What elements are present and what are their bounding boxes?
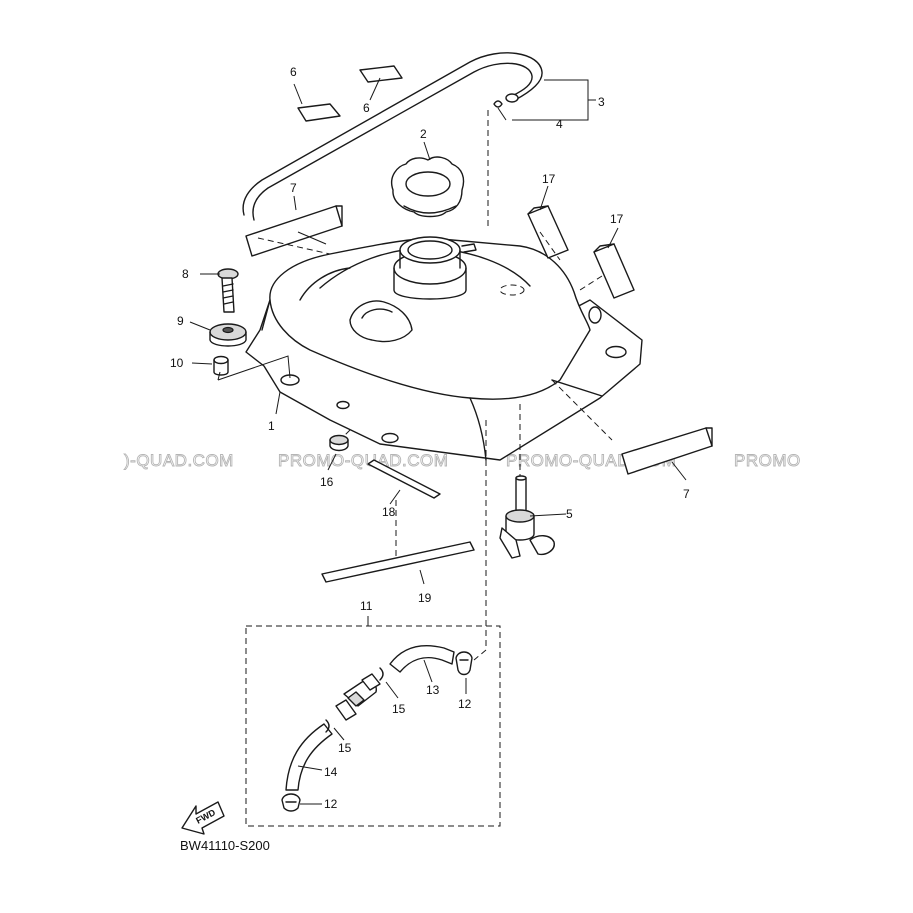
callout-13: 13 bbox=[426, 683, 440, 697]
hose-clamp-lower bbox=[281, 793, 301, 812]
callout-17a: 17 bbox=[542, 172, 556, 186]
pad-7-upper bbox=[245, 205, 343, 257]
callout-4: 4 bbox=[556, 117, 563, 131]
watermark-center: PROMO-QUAD.COM bbox=[278, 451, 448, 470]
callout-6b: 6 bbox=[363, 101, 370, 115]
fuel-cock bbox=[499, 475, 555, 559]
callout-14: 14 bbox=[324, 765, 338, 779]
callout-9: 9 bbox=[177, 314, 184, 328]
kit-box bbox=[245, 625, 501, 827]
grommet bbox=[209, 323, 247, 347]
watermark-left: )-QUAD.COM bbox=[124, 451, 234, 470]
callout-16: 16 bbox=[320, 475, 334, 489]
hose-clip-lower bbox=[325, 719, 330, 733]
callout-3: 3 bbox=[598, 95, 605, 109]
hose-clamp-upper bbox=[455, 651, 473, 676]
callouts: 6 6 3 4 2 7 17 17 8 9 10 1 16 18 7 5 19 … bbox=[170, 65, 690, 811]
pad-6-right bbox=[359, 65, 403, 83]
plate bbox=[321, 541, 475, 583]
callout-7a: 7 bbox=[290, 181, 297, 195]
pad-17-left bbox=[527, 205, 569, 259]
bolt bbox=[217, 268, 239, 313]
leader-lines bbox=[189, 77, 687, 805]
hose-clip-upper bbox=[379, 667, 384, 681]
callout-6a: 6 bbox=[290, 65, 297, 79]
watermark-edge: PROMO bbox=[734, 451, 801, 470]
strip bbox=[367, 459, 441, 499]
pad-7-lower bbox=[621, 427, 713, 475]
pad-17-right bbox=[593, 243, 635, 299]
pad-6-left bbox=[297, 103, 341, 122]
hose-clip bbox=[493, 100, 503, 108]
diagram-code: BW41110-S200 bbox=[180, 838, 270, 853]
alignment-lines bbox=[257, 110, 613, 661]
fwd-arrow-icon: FWD bbox=[181, 801, 225, 835]
fuel-hose-upper bbox=[389, 645, 455, 673]
fuel-filter bbox=[335, 673, 381, 721]
callout-15a: 15 bbox=[392, 702, 406, 716]
fuel-hose-lower bbox=[285, 723, 333, 791]
callout-10: 10 bbox=[170, 356, 184, 370]
callout-11: 11 bbox=[360, 599, 373, 613]
callout-15b: 15 bbox=[338, 741, 352, 755]
collar bbox=[213, 355, 229, 376]
fuel-tank bbox=[245, 236, 643, 461]
callout-12b: 12 bbox=[324, 797, 338, 811]
callout-5: 5 bbox=[566, 507, 573, 521]
callout-1: 1 bbox=[268, 419, 275, 433]
callout-19: 19 bbox=[418, 591, 432, 605]
filler-cap bbox=[391, 156, 465, 218]
callout-12a: 12 bbox=[458, 697, 472, 711]
breather-hose bbox=[242, 52, 543, 221]
callout-7b: 7 bbox=[683, 487, 690, 501]
grommet-small bbox=[329, 434, 349, 452]
callout-2: 2 bbox=[420, 127, 427, 141]
callout-17b: 17 bbox=[610, 212, 624, 226]
callout-8: 8 bbox=[182, 267, 189, 281]
callout-18: 18 bbox=[382, 505, 396, 519]
